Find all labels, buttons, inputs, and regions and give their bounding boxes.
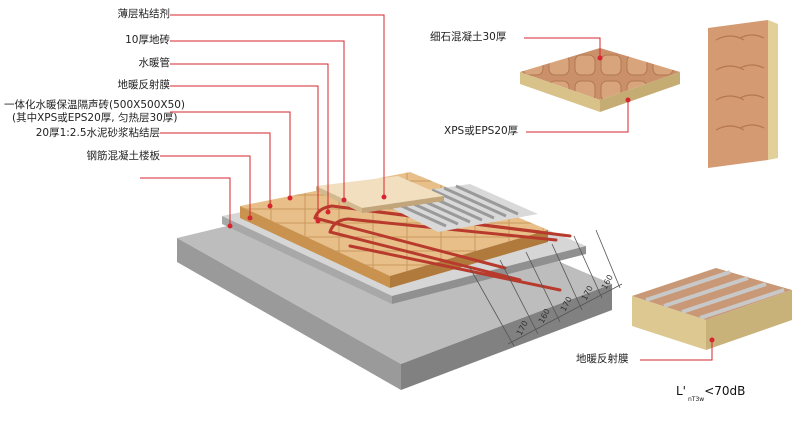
reflective-film-sample — [632, 268, 792, 350]
leader-dots — [227, 55, 715, 343]
label-thin-adhesive: 薄层粘结剂 — [117, 8, 171, 20]
label-integrated-brick-2: (其中XPS或EPS20厚, 匀热层30厚) — [12, 112, 178, 124]
label-reflective-film-2: 地暖反射膜 — [576, 353, 629, 365]
label-rc-slab: 钢筋混凝土楼板 — [86, 150, 161, 162]
formula-value: <70dB — [704, 384, 746, 398]
top-tile — [316, 176, 444, 213]
leader-lines — [140, 14, 713, 361]
sound-insulation-formula: L'nT3w<70dB — [676, 384, 745, 403]
label-integrated-brick-1: 一体化水暖保温隔声砖(500X500X50) — [4, 99, 186, 111]
dimension-lines — [469, 229, 623, 347]
label-water-pipe: 水暖管 — [138, 57, 171, 69]
label-reflective-film: 地暖反射膜 — [117, 79, 171, 91]
dim-label: 160 — [600, 273, 615, 291]
formula-sub: nT3w — [687, 396, 705, 403]
label-xps-eps: XPS或EPS20厚 — [444, 125, 519, 137]
formula-main: L' — [676, 384, 686, 398]
label-fine-concrete: 细石混凝土30厚 — [430, 31, 507, 43]
vertical-tile-sample — [708, 20, 778, 168]
label-mortar-bed: 20厚1:2.5水泥砂浆粘结层 — [35, 127, 160, 139]
label-tile-10mm: 10厚地砖 — [125, 34, 170, 46]
fine-concrete-sample — [520, 48, 680, 112]
